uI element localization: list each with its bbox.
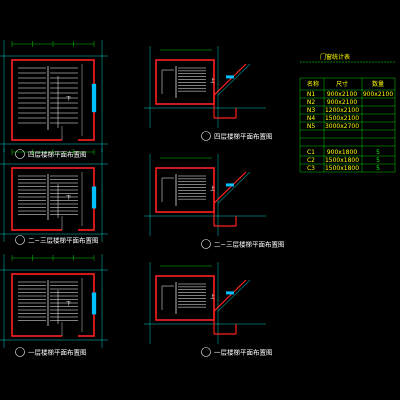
table-title: 门窗统计表 (320, 53, 350, 61)
angled-glass (217, 171, 251, 204)
table-cell: 1500x2100 (325, 115, 359, 122)
stair-down-label: 下 (66, 301, 71, 307)
stair-plan-mid: 上 (144, 262, 266, 344)
stair-wall (155, 59, 215, 105)
table-cell: C3 (307, 165, 315, 172)
angled-wall (213, 171, 247, 204)
angled-wall (213, 279, 247, 312)
plan-title-mid-2: 二~三层楼梯平面布置图 (214, 240, 284, 249)
table-cell: 5 (376, 165, 380, 172)
table-cell: 900x1800 (327, 149, 357, 156)
angled-glass (217, 279, 251, 312)
table-cell: 1500x1800 (325, 165, 359, 172)
title-bubble (201, 131, 211, 141)
table-cell: 1200x2100 (325, 107, 359, 114)
window (226, 183, 234, 187)
window (226, 291, 234, 295)
table-cell: 1500x1800 (325, 157, 359, 164)
table-cell: 900x2100 (363, 91, 393, 98)
angled-wall (213, 63, 247, 96)
table-cell: 900x2100 (327, 99, 357, 106)
plan-title-left-1: 四层楼梯平面布置图 (28, 150, 87, 159)
table-cell: 5 (376, 157, 380, 164)
stair-down-label: 下 (66, 96, 71, 102)
stair-plan-left: 下 (0, 148, 108, 242)
table-cell: 3000x2700 (325, 123, 359, 130)
stair-plan-left: 下 (0, 254, 108, 348)
table-header-count: 数量 (372, 80, 384, 88)
table-cell: C2 (307, 157, 315, 164)
angled-glass (217, 63, 251, 96)
table-cell: N3 (307, 107, 315, 114)
stair-plan-mid: 上 (144, 154, 266, 236)
stair-plan-left: 下 (0, 40, 108, 152)
title-bubble (15, 347, 25, 357)
stair-plan-mid: 上 (144, 46, 266, 128)
window (91, 186, 97, 209)
window (91, 292, 97, 315)
stair-up-label: 上 (210, 293, 215, 300)
window (91, 83, 97, 113)
plan-title-mid-1: 四层楼梯平面布置图 (214, 132, 273, 141)
title-bubble (201, 347, 211, 357)
title-bubble (201, 239, 211, 249)
table-text: 名称 尺寸 数量 N1 900x2100 900x2100 N2 900x210… (307, 80, 393, 172)
door-window-table: 门窗统计表 名称 尺寸 数量 N1 900x2100 900x2100 N2 9… (299, 53, 396, 173)
table-header-size: 尺寸 (336, 80, 348, 88)
table-cell: N1 (307, 91, 315, 98)
table-grid (299, 77, 396, 173)
table-cell: N4 (307, 115, 315, 122)
stair-up-label: 上 (210, 185, 215, 192)
window (226, 75, 234, 79)
plan-title-left-2: 二~三层楼梯平面布置图 (28, 236, 98, 245)
table-cell: N5 (307, 123, 315, 130)
mid-plan-titles: 四层楼梯平面布置图 二~三层楼梯平面布置图 一层楼梯平面布置图 (201, 131, 284, 357)
title-bubble (15, 235, 25, 245)
table-cell: 900x2100 (327, 91, 357, 98)
plan-title-mid-3: 一层楼梯平面布置图 (214, 348, 273, 357)
table-cell: C1 (307, 149, 315, 156)
stair-up-label: 上 (210, 77, 215, 84)
table-cell: 5 (376, 149, 380, 156)
table-cell: N2 (307, 99, 315, 106)
left-plan-titles: 四层楼梯平面布置图 二~三层楼梯平面布置图 一层楼梯平面布置图 (15, 149, 98, 357)
plan-title-left-3: 一层楼梯平面布置图 (28, 348, 87, 357)
title-bubble (15, 149, 25, 159)
stair-wall (155, 275, 215, 321)
stair-wall (155, 167, 215, 213)
stair-down-label: 下 (66, 195, 71, 201)
table-header-name: 名称 (307, 80, 319, 88)
